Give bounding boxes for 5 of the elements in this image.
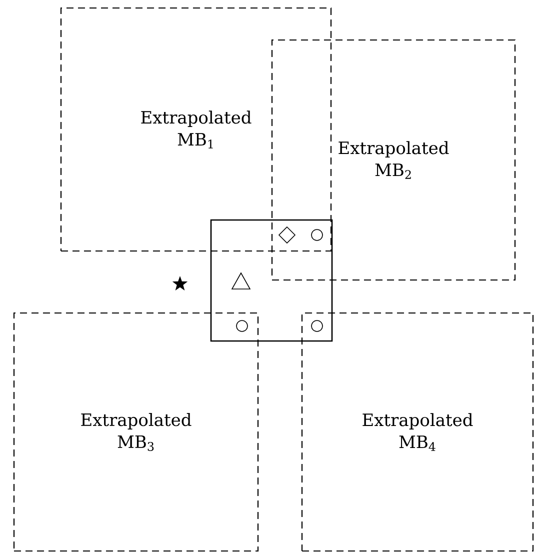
extrapolated-region-box: Extrapolated MB$_{3}$ [13, 312, 259, 552]
center-box [210, 219, 333, 342]
extrapolated-region-box: Extrapolated MB$_{2}$ [271, 39, 516, 281]
extrapolated-region-box: Extrapolated MB$_{1}$ [60, 7, 332, 252]
extrapolated-region-box: Extrapolated MB$_{4}$ [301, 312, 534, 552]
